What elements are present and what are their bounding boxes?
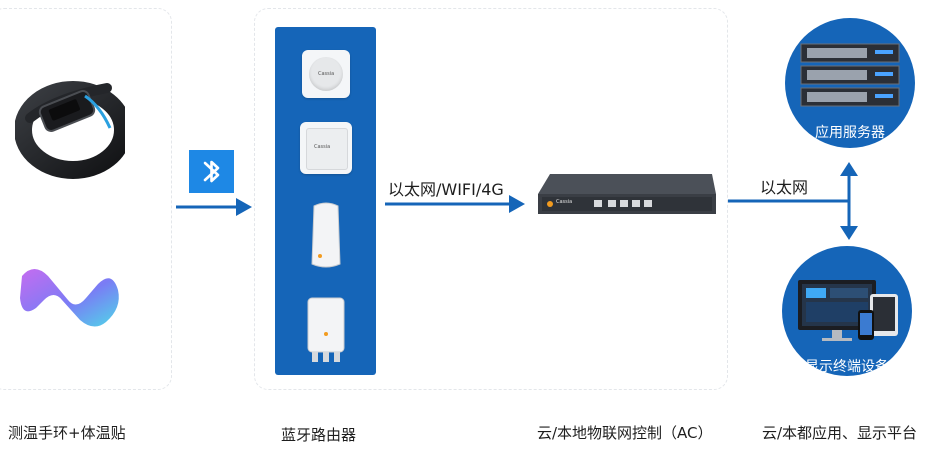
router-device-square: Cassia xyxy=(300,122,352,174)
server-label: 应用服务器 xyxy=(815,125,885,141)
router-device-outdoor xyxy=(304,294,348,366)
device-logo-text: Cassia xyxy=(556,199,573,205)
column-label-controller: 云/本地物联网控制（AC） xyxy=(537,424,713,442)
arrow-wearables-to-router xyxy=(176,198,252,216)
arrow-router-to-ac xyxy=(385,195,525,213)
connection-label-ac-platform: 以太网 xyxy=(760,178,809,197)
router-panel xyxy=(254,8,728,390)
device-logo-text: Cassia xyxy=(314,144,331,150)
wearables-panel xyxy=(0,8,172,390)
connector-ac-to-platform xyxy=(728,162,858,240)
device-logo-text: Cassia xyxy=(318,71,335,77)
connection-label-router-ac: 以太网/WIFI/4G xyxy=(388,180,504,199)
display-terminal-circle: 显示终端设备 xyxy=(782,246,912,376)
column-label-wearables: 测温手环+体温贴 xyxy=(8,424,126,442)
temperature-patch-image xyxy=(14,262,126,334)
display-label: 显示终端设备 xyxy=(805,359,889,375)
column-label-platform: 云/本都应用、显示平台 xyxy=(762,424,918,442)
router-device-tower xyxy=(308,200,344,272)
router-device-ceiling: Cassia xyxy=(302,50,350,98)
temperature-wristband-image xyxy=(15,58,125,188)
column-label-router: 蓝牙路由器 xyxy=(281,426,357,444)
ac-controller-device: Cassia xyxy=(536,170,718,216)
bluetooth-icon xyxy=(189,150,234,193)
application-server-circle: 应用服务器 xyxy=(785,18,915,148)
